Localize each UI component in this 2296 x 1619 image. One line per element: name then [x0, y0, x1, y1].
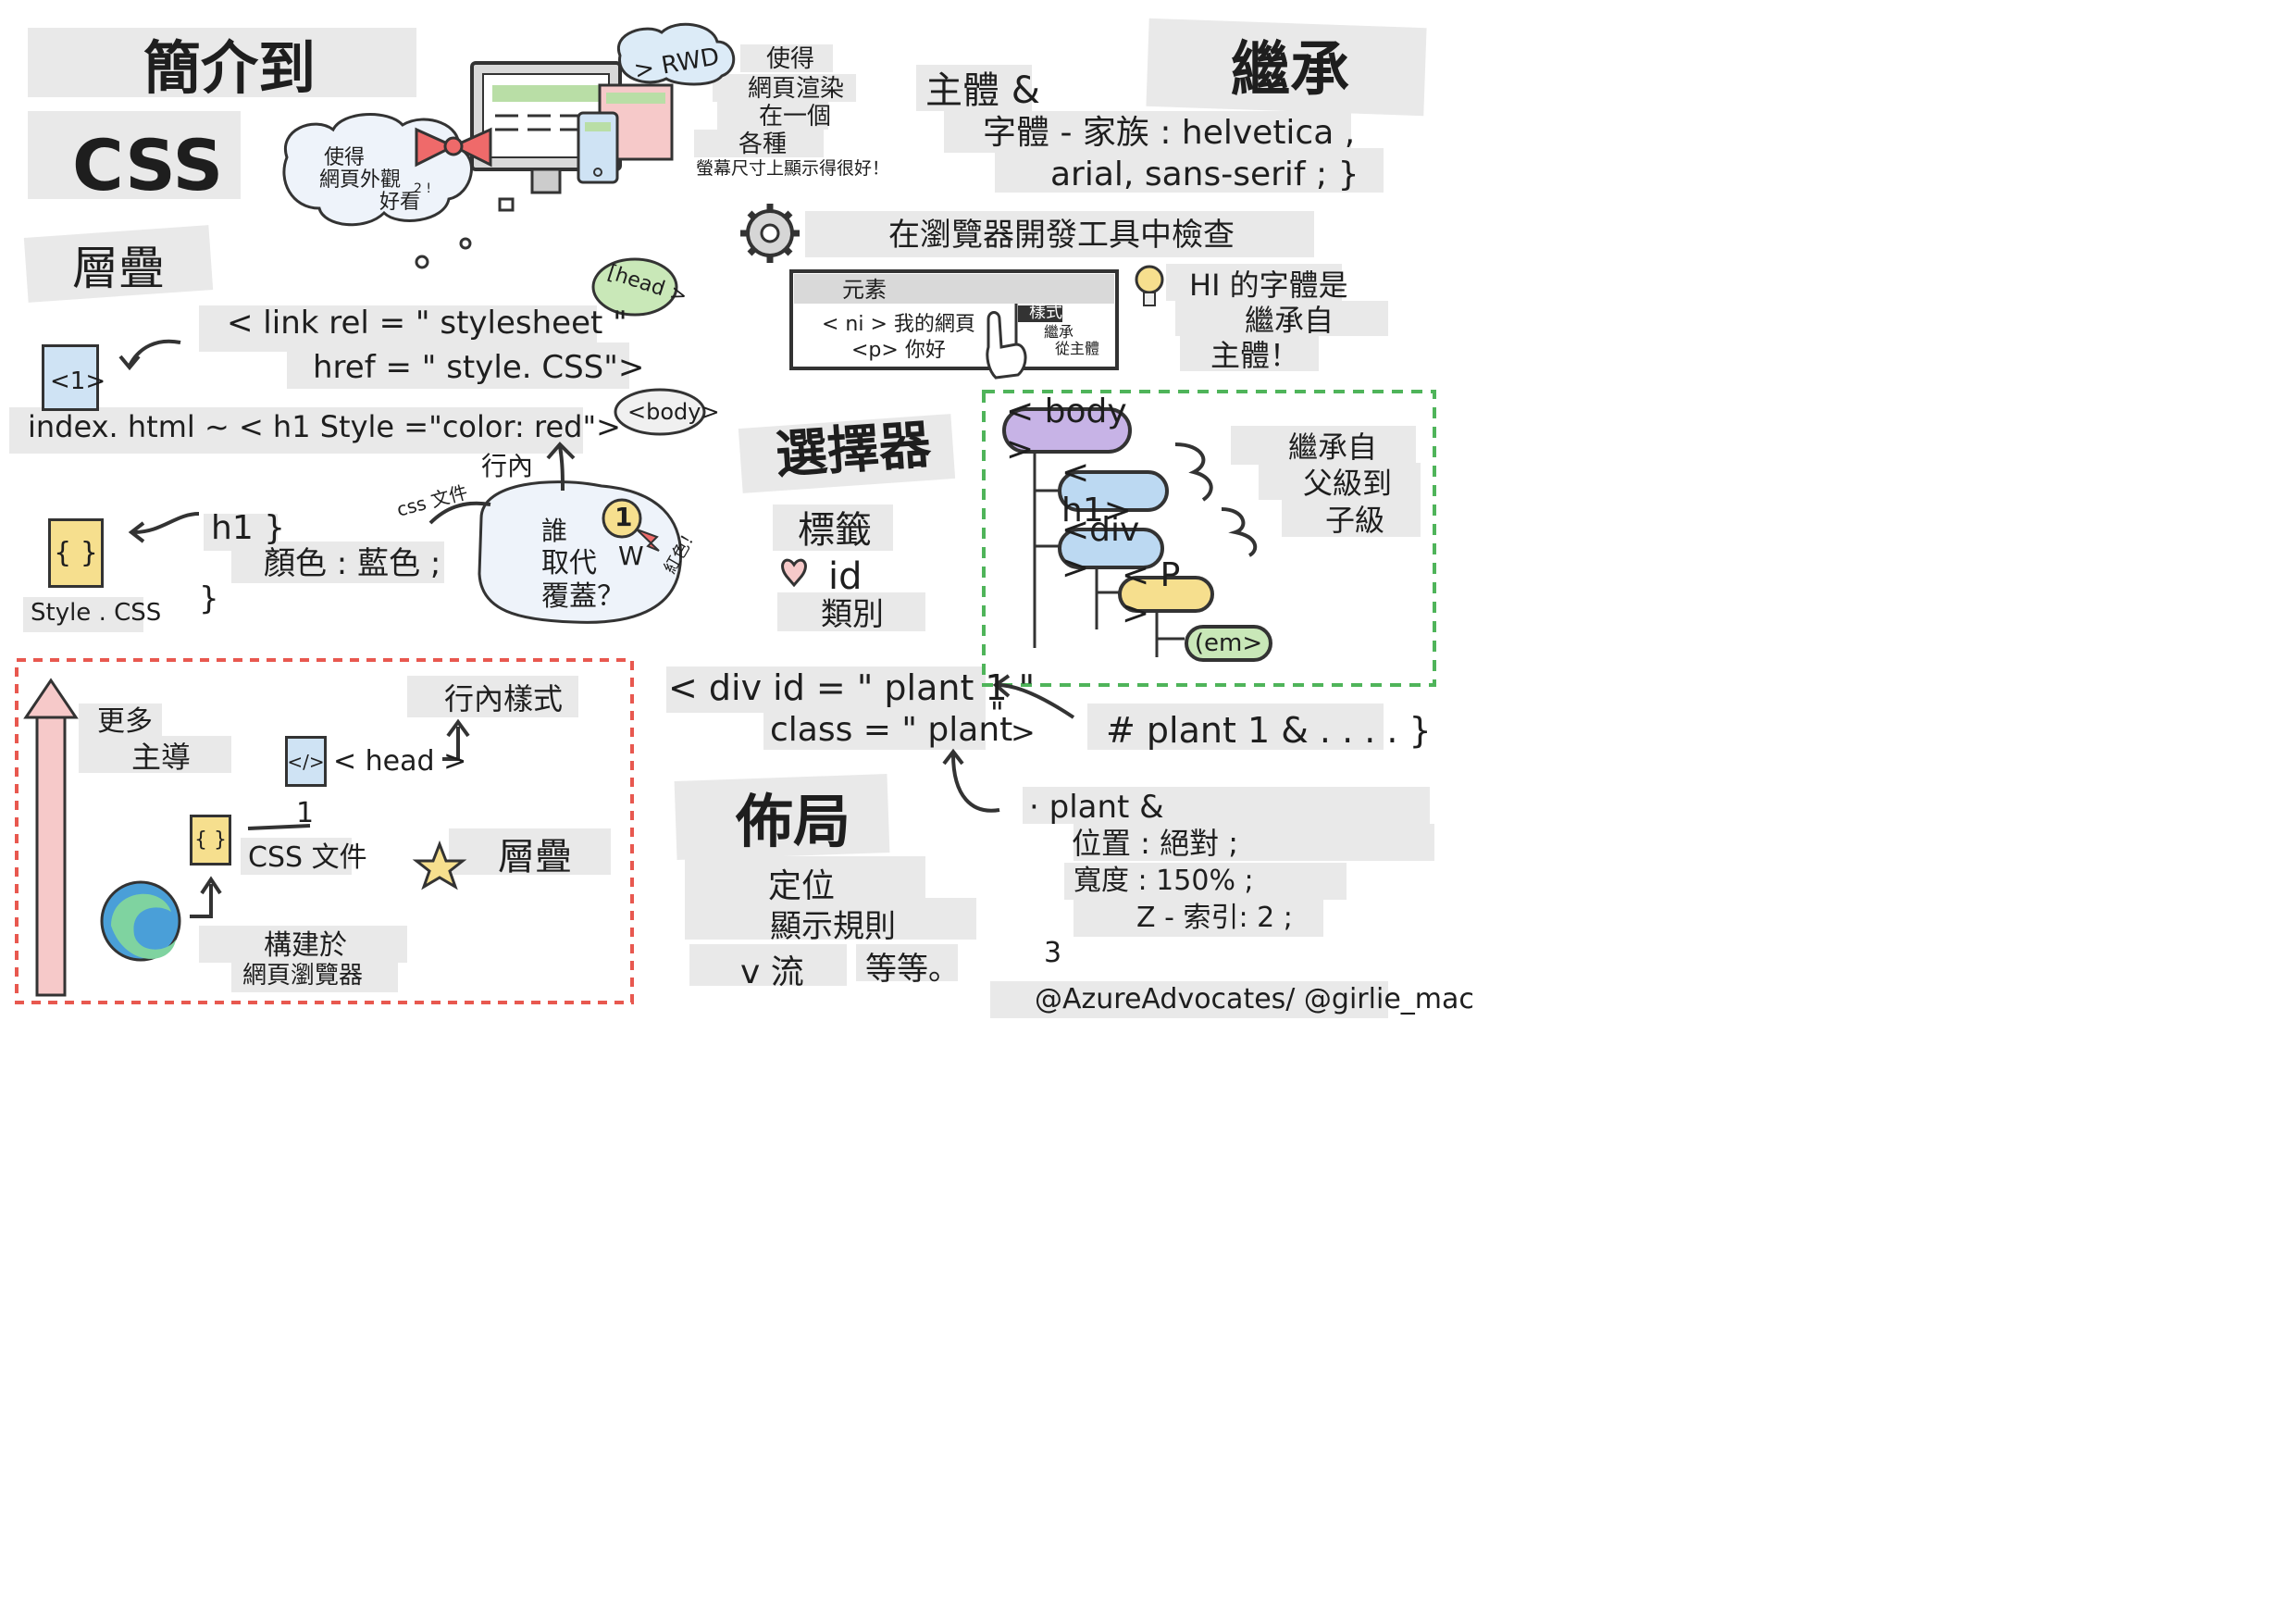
tree-node-h1: < h1>	[1058, 454, 1169, 529]
html-file-icon	[42, 344, 99, 411]
id-rule: # plant 1 & . . . . }	[1106, 710, 1432, 751]
layout-heading: 佈局	[736, 788, 851, 855]
inline-style-line: index. html ~ < h1 Style ="color: red">	[28, 409, 621, 444]
w-label: W	[618, 541, 644, 571]
plant-rule-1: · plant &	[1029, 789, 1164, 826]
hint-line-1: HI 的字體是	[1189, 268, 1348, 303]
priority-cascade: 層疊	[498, 836, 572, 878]
priority-more: 更多	[97, 705, 153, 738]
body-rule-3: arial, sans-serif ; }	[1050, 156, 1359, 193]
rwd-text-2: 網頁渲染	[748, 75, 845, 103]
layout-item-flow: v 流	[740, 953, 804, 991]
tree-note-1: 繼承自	[1288, 430, 1378, 465]
plant-rule-3: 寬度 : 150% ;	[1074, 865, 1254, 897]
css-file-icon: { }	[48, 518, 104, 588]
question-replace: 取代	[541, 547, 597, 579]
priority-one: 1	[296, 797, 315, 829]
div-quote: "	[990, 695, 1004, 730]
rwd-text-1: 使得	[766, 45, 815, 73]
panel-inherit-2: 從主體	[1055, 340, 1100, 357]
panel-line-1: < ni > 我的網頁	[822, 313, 975, 336]
selectors-heading: 選擇器	[773, 415, 934, 486]
selector-class: 類別	[821, 596, 884, 633]
page-title-line1: 簡介到	[143, 34, 316, 102]
body-rule-1: 主體 &	[925, 69, 1040, 112]
div-line-2: class = " plant	[770, 711, 1013, 749]
priority-built-in: 構建於	[264, 929, 347, 962]
selector-id: id	[828, 555, 863, 598]
rule-body: 顏色 : 藍色 ;	[264, 545, 441, 582]
panel-styles-tab: 樣式	[1029, 303, 1062, 322]
body-rule-2: 字體 - 家族 : helvetica ,	[983, 114, 1356, 152]
tree-node-body: < body >	[1002, 392, 1132, 468]
cloud-line-2: 網頁外觀	[319, 168, 402, 192]
priority-inline-style: 行內樣式	[444, 681, 564, 716]
plant-rule-5: 3	[1044, 937, 1062, 969]
priority-css-file: CSS 文件	[248, 841, 367, 874]
layout-item-etc: 等等。	[865, 951, 960, 988]
css-file-small-icon: { }	[190, 815, 231, 866]
page-title-line2: CSS	[72, 124, 224, 206]
html-file-label: <1>	[50, 367, 106, 395]
medal-number: 1	[614, 502, 633, 532]
tree-node-p: < P >	[1118, 556, 1214, 632]
link-line-2: href = " style. CSS">	[313, 349, 645, 386]
cascade-heading: 層疊	[72, 242, 165, 295]
body-bubble: <body>	[627, 399, 720, 425]
style-file-label: Style . CSS	[31, 599, 162, 627]
inline-label: 行內	[481, 451, 534, 481]
rwd-text-5: 螢幕尺寸上顯示得很好！	[696, 158, 890, 179]
priority-dominant: 主導	[131, 740, 192, 775]
panel-elements-tab: 元素	[842, 277, 887, 303]
link-line-1: < link rel = " stylesheet "	[227, 305, 627, 342]
cloud-line-3: 好看	[379, 191, 421, 214]
priority-head: < head >	[333, 745, 467, 778]
plant-rule-2: 位置 : 絕對 ;	[1072, 826, 1239, 861]
hint-line-2: 繼承自	[1245, 303, 1334, 338]
rule-open: h1 }	[211, 509, 286, 547]
inheritance-heading: 繼承	[1231, 36, 1349, 105]
question-override: 覆蓋？	[541, 580, 625, 613]
plant-rule-4: Z - 索引: 2 ;	[1136, 902, 1293, 934]
code-file-icon: </>	[285, 736, 327, 787]
tree-node-em: (em>	[1185, 625, 1272, 662]
rwd-text-3: 在一個	[759, 103, 832, 131]
div-line-1: < div id = " plant 1 "	[668, 667, 1036, 708]
tree-note-3: 子級	[1325, 503, 1385, 538]
credit: @AzureAdvocates/ @girlie_mac	[1035, 983, 1474, 1015]
tree-node-div: <div >	[1058, 511, 1164, 587]
rule-close: }	[199, 580, 219, 617]
panel-inherit-1: 繼承	[1044, 323, 1074, 341]
rwd-text-4: 各種	[738, 131, 788, 158]
priority-browser: 網頁瀏覽器	[242, 962, 364, 990]
layout-item-display: 顯示規則	[770, 908, 896, 945]
devtools-heading: 在瀏覽器開發工具中檢查	[888, 217, 1235, 254]
tree-note-2: 父級到	[1303, 466, 1393, 501]
cloud-line-1: 使得	[324, 146, 366, 169]
div-close: >	[1011, 715, 1036, 750]
selector-tag: 標籤	[798, 509, 872, 552]
cloud-sup: 2 !	[414, 181, 431, 196]
panel-line-2: <p> 你好	[851, 339, 946, 362]
hint-line-3: 主體！	[1210, 338, 1300, 373]
question-who: 誰	[541, 516, 568, 546]
layout-item-positioning: 定位	[768, 867, 836, 905]
